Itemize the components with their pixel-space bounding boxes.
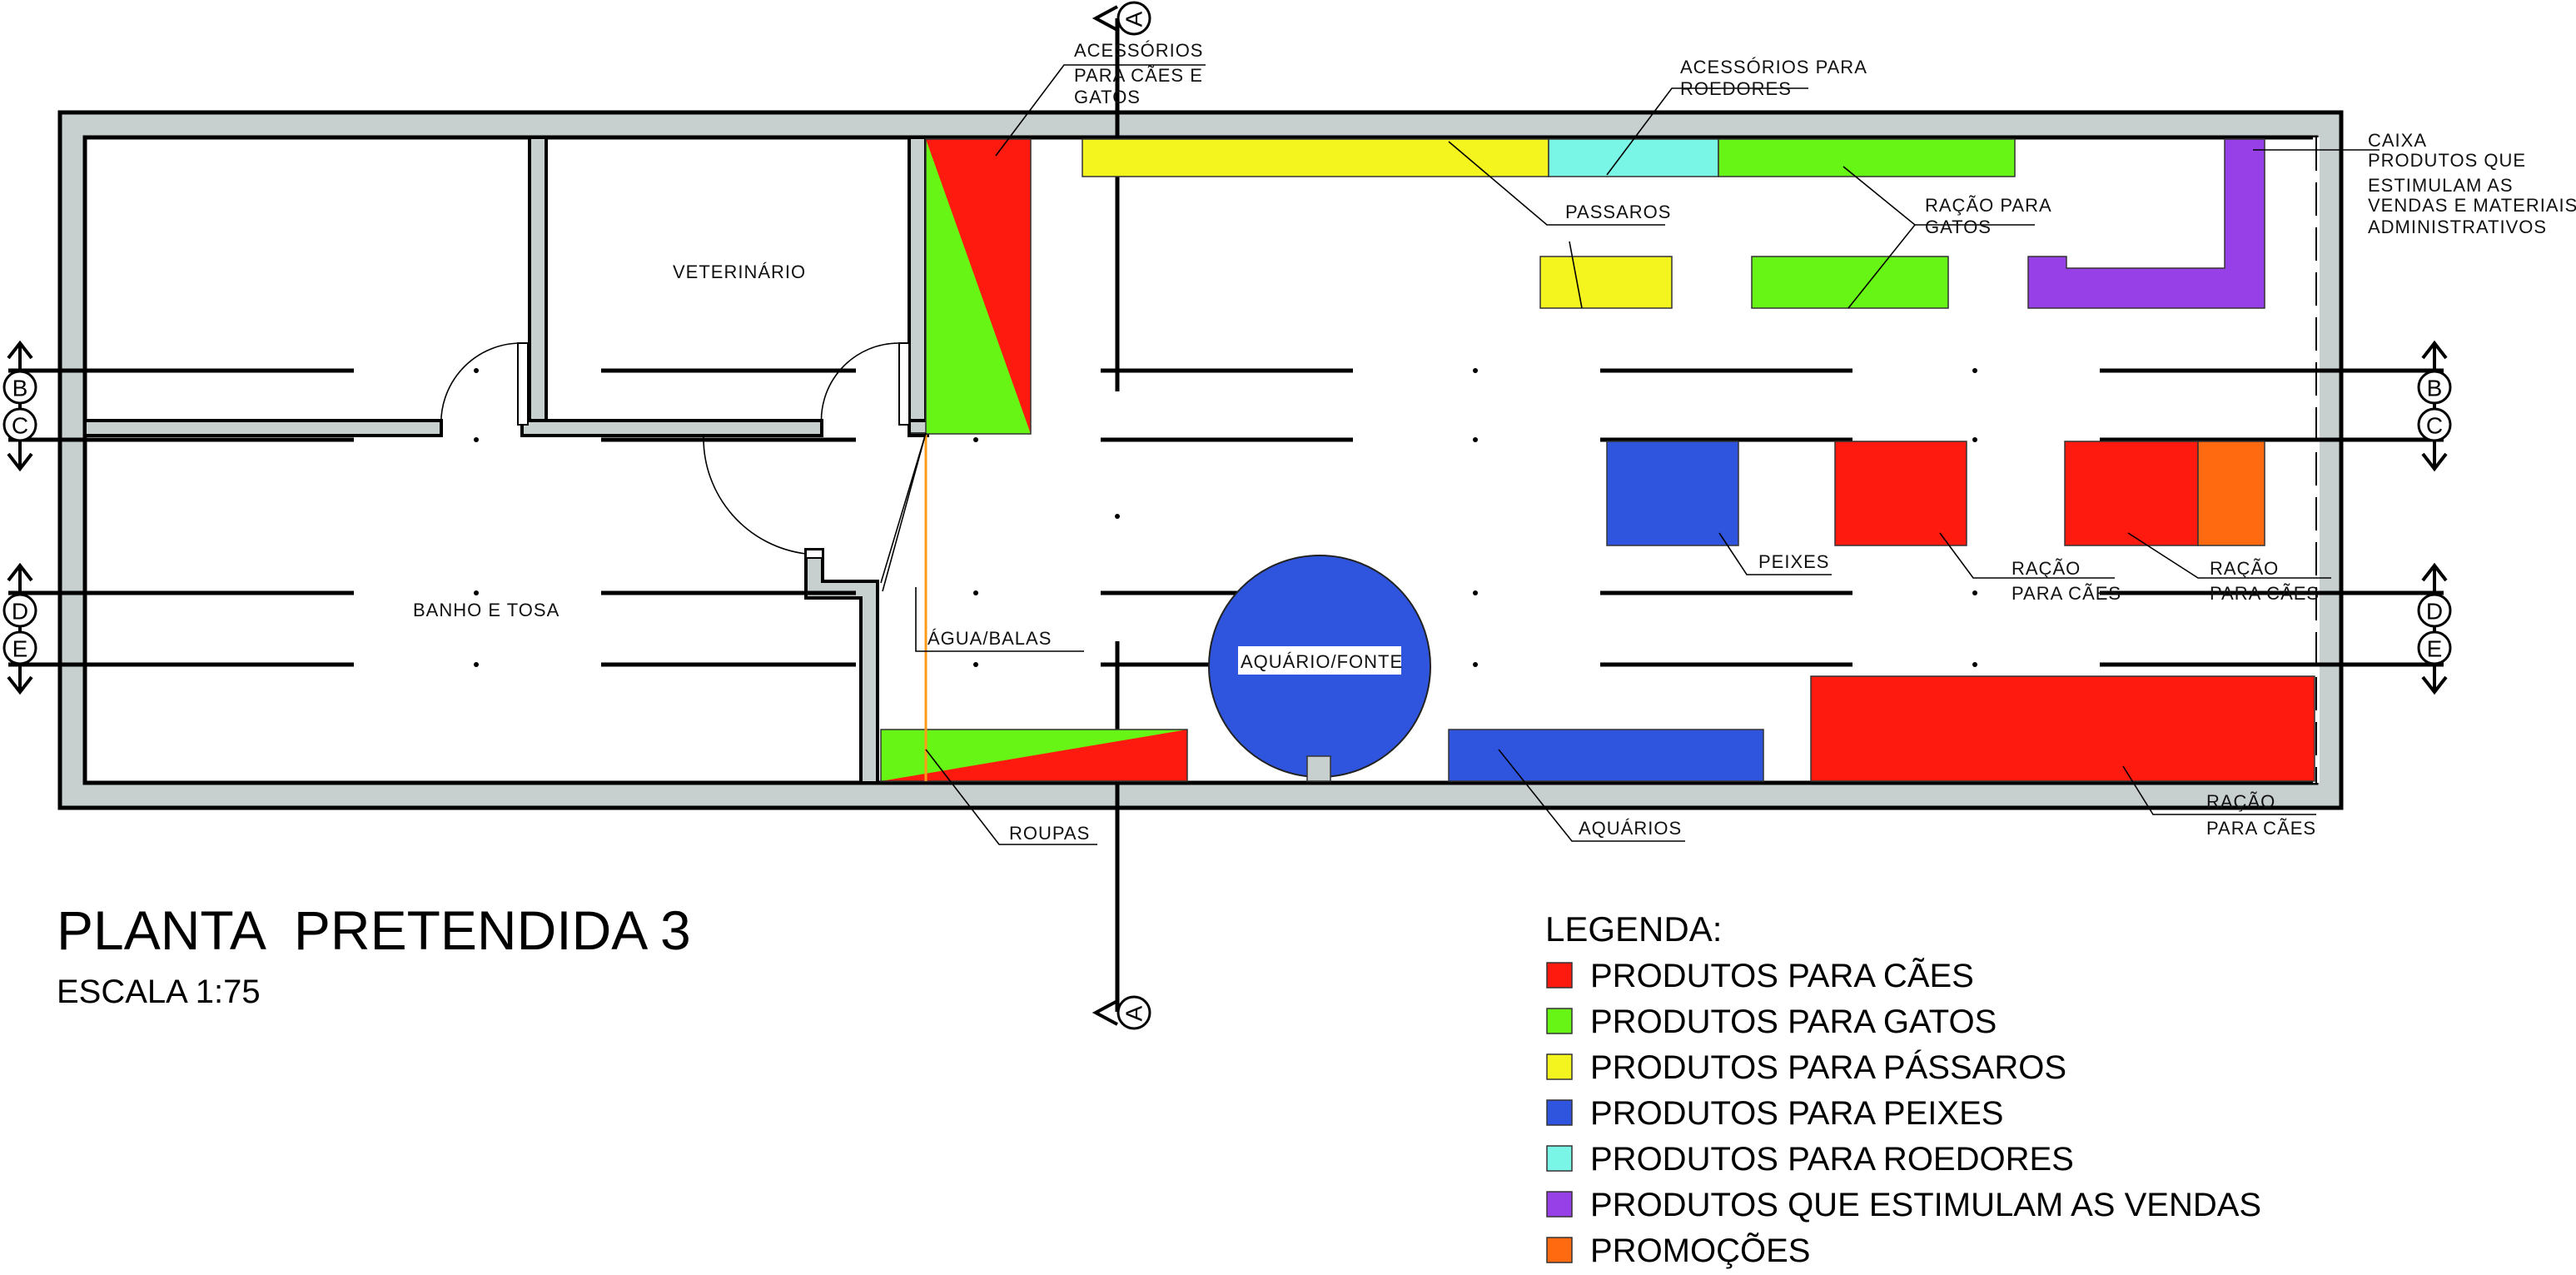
label-acessorios-caes-3: GATOS (1074, 87, 1141, 107)
legend-label: PRODUTOS PARA PEIXES (1590, 1095, 2003, 1132)
axis-de-right-marker: D E (2417, 562, 2452, 695)
fixture-acessorios-caes-gatos (925, 138, 1032, 435)
label-acessorios-caes-2: PARA CÃES E (1074, 65, 1203, 86)
axis-d-left-letter: D (12, 599, 28, 625)
door-swing-1 (440, 342, 522, 430)
fixture-roedores-top (1548, 138, 1719, 177)
wall-room1-bottom (83, 419, 443, 437)
label-peixes: PEIXES (1758, 551, 1829, 572)
fixture-aquarios (1448, 729, 1764, 782)
legend-label: PRODUTOS PARA CÃES (1590, 957, 1974, 994)
label-passaros: PASSAROS (1565, 202, 1671, 222)
label-racao-caes-a-1: RAÇÃO (2012, 558, 2081, 579)
axis-d-right-letter: D (2426, 599, 2443, 625)
fixture-caixa (2027, 138, 2265, 309)
fixture-racao-gatos-top (1718, 138, 2016, 177)
label-acessorios-roedores-2: ROEDORES (1680, 78, 1792, 99)
label-aquarios: AQUÁRIOS (1579, 818, 1682, 839)
wall-vet-bottom (520, 419, 823, 437)
label-racao-caes-b-2: PARA CÃES (2210, 583, 2320, 604)
axis-c-right-letter: C (2426, 413, 2443, 439)
fixture-passaros-top (1082, 138, 1549, 177)
fixture-racao-caes-1 (1834, 441, 1967, 546)
fixture-racao-gatos-island (1751, 256, 1949, 309)
wall-vet-right (908, 136, 927, 435)
legend-swatch (1546, 1008, 1573, 1034)
label-caixa-3: ESTIMULAM AS (2368, 175, 2514, 196)
label-aquario-fonte: AQUÁRIO/FONTE (1241, 651, 1403, 672)
legend-label: PRODUTOS PARA PÁSSAROS (1590, 1048, 2066, 1086)
aquario-label-box (1238, 646, 1401, 675)
legend: PRODUTOS PARA CÃES PRODUTOS PARA GATOS PRO… (1546, 957, 2261, 1269)
room-banho-tosa: BANHO E TOSA (413, 600, 559, 620)
axis-a-bottom-marker: A (1092, 995, 1151, 1030)
label-acessorios-roedores-1: ACESSÓRIOS PARA (1680, 57, 1867, 77)
axis-b-left-letter: B (12, 376, 28, 401)
fixture-racao-caes-bottom (1810, 675, 2315, 782)
legend-label: PRODUTOS PARA GATOS (1590, 1004, 1997, 1040)
legend-title: LEGENDA: (1545, 909, 1722, 949)
door-swing-3 (703, 436, 807, 555)
label-roupas: ROUPAS (1009, 823, 1090, 844)
axis-bc-left-marker: B C (2, 340, 37, 472)
room-veterinario: VETERINÁRIO (673, 261, 806, 282)
axis-e-left-letter: E (12, 636, 28, 662)
legend-swatch (1546, 1099, 1573, 1126)
legend-label: PROMOÇÕES (1590, 1232, 1810, 1269)
axis-c-left-letter: C (12, 413, 28, 439)
label-racao-caes-c-1: RAÇÃO (2206, 791, 2275, 812)
label-racao-gatos-1: RAÇÃO PARA (1925, 195, 2052, 216)
legend-label: PRODUTOS QUE ESTIMULAM AS VENDAS (1590, 1187, 2261, 1223)
label-agua-balas: ÁGUA/BALAS (927, 628, 1052, 649)
label-acessorios-caes-1: ACESSÓRIOS (1074, 40, 1203, 61)
wall-room1-vet (528, 136, 548, 426)
fixture-roupas (880, 729, 1188, 782)
fixture-peixes (1606, 441, 1739, 546)
wall-banho-right (804, 548, 879, 784)
label-racao-caes-a-2: PARA CÃES (2012, 583, 2121, 604)
axis-de-left-marker: D E (2, 562, 37, 695)
door-jamb-3 (805, 549, 823, 559)
legend-swatch (1546, 1191, 1573, 1218)
axis-b-right-letter: B (2427, 376, 2443, 401)
legend-swatch (1546, 1053, 1573, 1080)
label-caixa-1: CAIXA (2368, 130, 2427, 151)
leader-lines (882, 64, 2380, 845)
axis-a-top-marker: A (1092, 1, 1151, 36)
legend-swatch (1546, 1145, 1573, 1172)
legend-swatch (1546, 962, 1573, 989)
fixture-promocoes (2197, 441, 2265, 546)
door-jamb-2 (898, 342, 910, 426)
axis-a-bottom-letter: A (1121, 1005, 1147, 1021)
axis-a-top-letter: A (1121, 11, 1147, 27)
label-racao-caes-b-1: RAÇÃO (2210, 558, 2279, 579)
aquario-base (1306, 755, 1331, 782)
label-racao-caes-c-2: PARA CÃES (2206, 818, 2316, 839)
fixture-passaros-island (1539, 256, 1673, 309)
label-caixa-4: VENDAS E MATERIAIS (2368, 195, 2576, 216)
door-jamb-1 (517, 342, 529, 426)
axis-e-right-letter: E (2427, 636, 2443, 662)
fixture-racao-caes-2 (2064, 441, 2199, 546)
legend-label: PRODUTOS PARA ROEDORES (1590, 1141, 2074, 1178)
label-caixa-2: PRODUTOS QUE (2368, 150, 2526, 171)
label-caixa-5: ADMINISTRATIVOS (2368, 217, 2547, 237)
label-racao-gatos-2: GATOS (1925, 217, 1992, 237)
scale-label: ESCALA 1:75 (57, 974, 261, 1010)
axis-bc-right-marker: B C (2417, 340, 2452, 472)
door-swing-2 (820, 342, 900, 430)
page-title: PLANTA PRETENDIDA 3 (57, 899, 691, 961)
legend-swatch (1546, 1237, 1573, 1263)
